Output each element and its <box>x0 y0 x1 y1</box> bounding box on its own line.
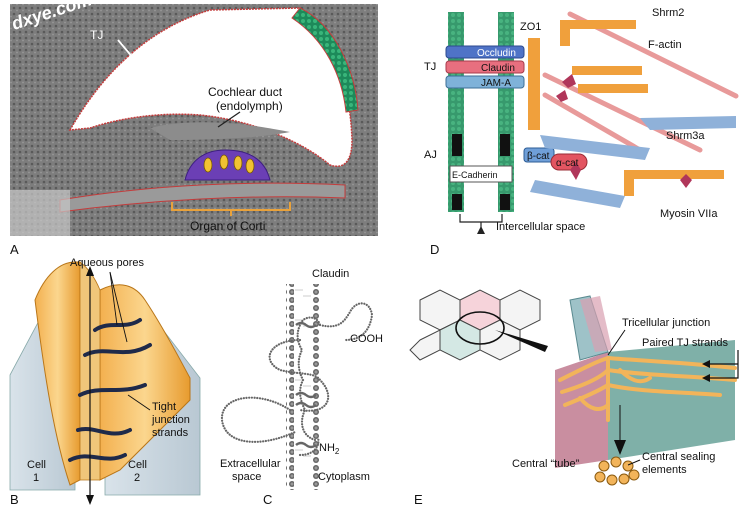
e-cadherin-box <box>449 165 513 183</box>
label-b-cell2-line2: 2 <box>134 472 140 484</box>
tectorial-membrane <box>150 122 290 140</box>
pore-axis-arrow-top <box>86 266 94 276</box>
membrane-left-surface <box>34 261 81 486</box>
label-a-tj: TJ <box>90 28 103 42</box>
label-b-cell2-line1: Cell <box>128 459 147 471</box>
organ-of-corti-bracket <box>171 202 291 216</box>
label-b-junction: junction <box>151 414 190 426</box>
aqueous-pores-pointer-1 <box>109 271 118 326</box>
tj-arrow-line <box>117 39 151 79</box>
tj-arrow-head <box>143 70 150 78</box>
label-c-nh2-base: NH <box>319 442 335 454</box>
aqueous-pores-pointer-2 <box>109 271 128 343</box>
label-b-tight: Tight <box>152 401 176 413</box>
epithelial-hexagons <box>409 289 541 361</box>
label-a-cochlear-duct: Cochlear duct <box>208 85 283 99</box>
panel-e: Tricellular junction Paired TJ strands C… <box>409 289 739 507</box>
panel-letter-a: A <box>10 242 19 257</box>
hair-cells <box>203 154 255 174</box>
label-d-tj: TJ <box>424 61 436 73</box>
paired-strands-pointer <box>705 350 739 379</box>
label-b-aqueous-pores: Aqueous pores <box>70 257 144 269</box>
panel-letter-d: D <box>430 242 439 257</box>
beta-cat-box <box>523 147 555 163</box>
jama-bar <box>445 75 525 89</box>
label-c-extracellular-line2: space <box>232 471 261 483</box>
panel-letter-b: B <box>10 492 19 507</box>
label-d-occludin: Occludin <box>477 48 516 59</box>
label-d-aj: AJ <box>424 149 437 161</box>
label-d-f-actin: F-actin <box>648 39 682 51</box>
label-c-nh2: NH2 <box>319 442 340 456</box>
label-c-claudin: Claudin <box>312 268 349 280</box>
bilayer-left-leaflet <box>286 284 294 490</box>
tj-strand-network <box>558 355 737 422</box>
bilayer-right-leaflet <box>312 284 320 490</box>
panel-c: Claudin COOH NH2 Extracellular space Cyt… <box>220 268 383 507</box>
label-d-claudin: Claudin <box>481 63 515 74</box>
strands-pointer <box>127 394 151 411</box>
paired-arrow-2 <box>702 374 710 382</box>
paired-arrow-1 <box>702 360 710 368</box>
label-d-shrm3a: Shrm3a <box>666 130 705 142</box>
zoom-pointer <box>495 330 548 352</box>
label-e-central-sealing-line1: Central sealing <box>642 451 715 463</box>
cochlear-duct-space <box>68 7 353 167</box>
panel-letter-c: C <box>263 492 272 507</box>
basilar-membrane <box>59 182 346 213</box>
central-sealing-elements <box>594 456 640 486</box>
label-d-zo1: ZO1 <box>520 21 541 33</box>
cell-wall-back-pink <box>580 296 612 352</box>
label-b-cell1-line1: Cell <box>27 459 46 471</box>
zo1-bar <box>528 38 540 130</box>
label-d-alpha-cat: α-cat <box>556 158 579 169</box>
occludin-bar <box>445 45 525 59</box>
label-e-paired: Paired TJ strands <box>642 337 729 349</box>
myosin-viia-glyphs <box>556 74 692 188</box>
stria-vascularis <box>291 7 359 113</box>
panel-b: Aqueous pores Tight junction strands Cel… <box>9 257 201 507</box>
transmembrane-helices <box>295 321 317 449</box>
hexagon-zoom-circle <box>455 311 505 345</box>
pore-axis-arrow-bottom <box>86 495 94 505</box>
panel-d: TJ AJ ZO1 Occludin Claudin JAM-A E-Cadhe… <box>424 7 739 257</box>
intercellular-arrow-head <box>477 226 485 234</box>
label-a-endolymph: (endolymph) <box>216 99 283 113</box>
claudin-bar <box>445 60 525 74</box>
label-d-e-cadherin: E-Cadherin <box>452 170 498 180</box>
panel-a: dxye.com TJ Cochlear duct (endolymph) Or… <box>9 0 378 257</box>
label-c-extracellular-line1: Extracellular <box>220 458 281 470</box>
shrm2-bars <box>560 20 724 196</box>
central-tube-drop-arrow <box>614 440 626 455</box>
shrm3a-bars <box>530 116 736 208</box>
label-c-cooh: COOH <box>350 333 383 345</box>
label-b-strands: strands <box>152 427 189 439</box>
label-d-intercellular: Intercellular space <box>496 221 585 233</box>
label-c-cytoplasm: Cytoplasm <box>318 471 370 483</box>
label-e-central-sealing-line2: elements <box>642 464 687 476</box>
duct-arrow-line <box>217 111 241 128</box>
label-e-central-tube: Central “tube” <box>512 458 580 470</box>
label-b-cell1-line2: 1 <box>33 472 39 484</box>
claudin-chain <box>220 302 374 457</box>
label-d-shrm2: Shrm2 <box>652 7 684 19</box>
cell-wall-teal <box>608 340 735 460</box>
label-a-organ-of-corti: Organ of Corti <box>190 219 265 233</box>
label-e-tricellular: Tricellular junction <box>622 317 710 329</box>
sealing-pointer <box>627 459 641 466</box>
tricellular-pointer <box>607 329 626 356</box>
label-d-jama: JAM-A <box>481 78 511 89</box>
tight-junction-strands <box>68 318 152 462</box>
label-d-beta-cat: β-cat <box>527 151 550 162</box>
panel-a-corner-light <box>10 190 70 236</box>
label-d-myosin: Myosin VIIa <box>660 208 718 220</box>
label-c-nh2-sub: 2 <box>335 447 340 456</box>
cadherin-dots <box>452 134 510 210</box>
panel-letter-e: E <box>414 492 423 507</box>
